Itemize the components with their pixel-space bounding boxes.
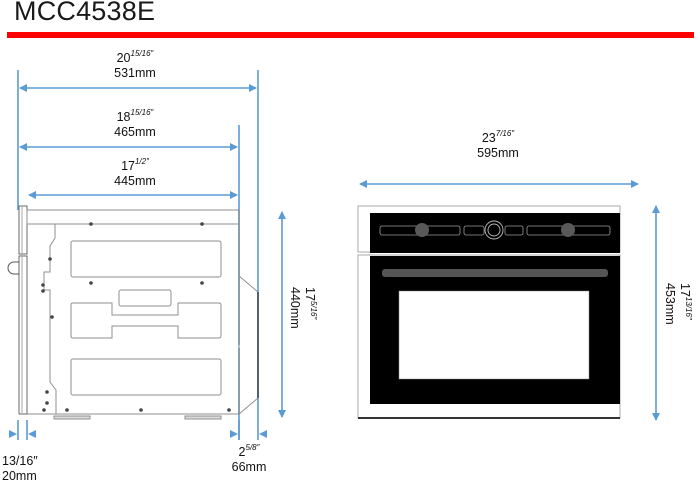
body-depth-inch: 1815/16″	[116, 108, 154, 125]
screw-holes	[41, 222, 231, 412]
cavity-depth-mm: 445mm	[114, 174, 156, 189]
rear-protrusion-label: 25/8″ 66mm	[226, 443, 272, 475]
front-dimension-lines	[359, 180, 660, 421]
overall-depth-label: 2015/16″ 531mm	[100, 49, 170, 81]
front-width-inch: 237/16″	[481, 129, 515, 146]
front-width-label: 237/16″ 595mm	[463, 129, 533, 161]
front-panel-thickness-label: 13/16″ 20mm	[2, 454, 42, 484]
overall-depth-inch: 2015/16″	[116, 49, 154, 66]
cavity-depth-inch: 171/2″	[121, 157, 149, 174]
rear-protrusion-inch: 25/8″	[238, 443, 260, 460]
side-height-mm: 440mm	[288, 287, 303, 329]
rear-protrusion-mm: 66mm	[231, 460, 267, 475]
cavity-depth-label: 171/2″ 445mm	[100, 157, 170, 189]
header-divider	[7, 32, 694, 38]
bottom-arrowheads	[9, 430, 267, 438]
front-panel-thickness-inch: 13/16″	[2, 454, 38, 468]
front-width-mm: 595mm	[477, 146, 519, 161]
front-view-oven	[357, 205, 621, 419]
body-depth-label: 1815/16″ 465mm	[100, 108, 170, 140]
side-height-label: 175/16″ 440mm	[288, 287, 318, 329]
front-height-label: 1713/16″ 453mm	[663, 283, 693, 325]
overall-depth-mm: 531mm	[114, 66, 156, 81]
front-height-mm: 453mm	[663, 283, 678, 325]
side-height-inch: 175/16″	[302, 287, 318, 320]
front-height-inch: 1713/16″	[677, 283, 693, 320]
left-knob	[415, 223, 429, 237]
model-title: MCC4538E	[14, 0, 156, 26]
right-knob	[561, 223, 575, 237]
side-view-oven	[7, 205, 259, 420]
front-panel-thickness-mm: 20mm	[2, 469, 37, 483]
body-depth-mm: 465mm	[114, 125, 156, 140]
